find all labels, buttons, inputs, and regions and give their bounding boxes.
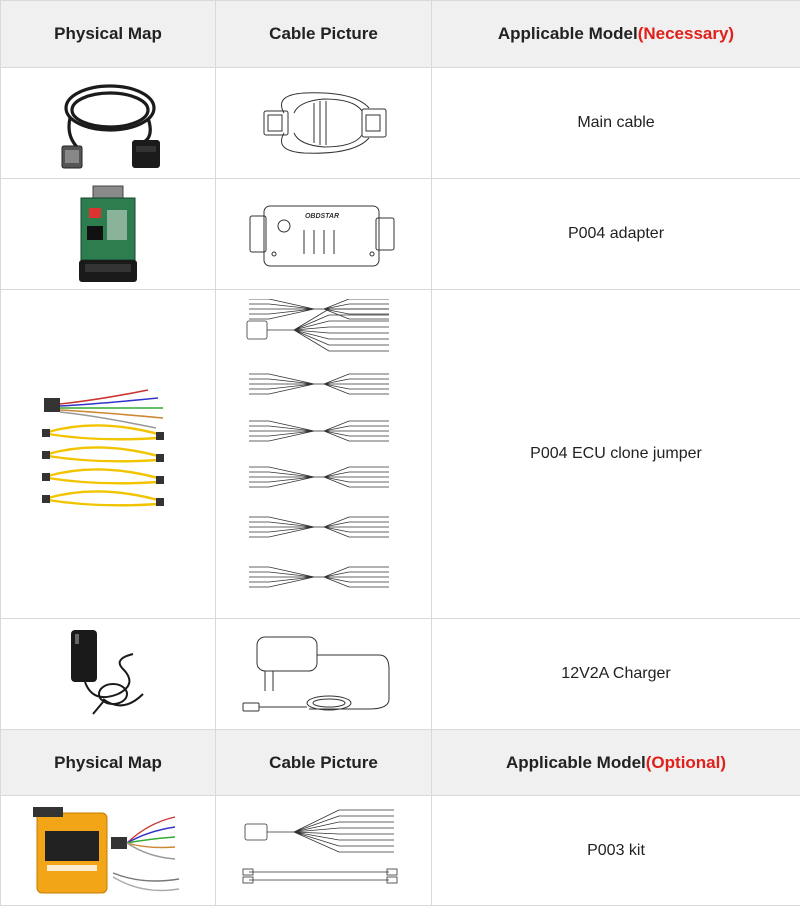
- header-physical-map-optional: Physical Map: [0, 729, 216, 796]
- model-ecu-clone-jumper: P004 ECU clone jumper: [431, 289, 800, 619]
- table-header-row: Physical Map Cable Picture Applicable Mo…: [0, 0, 800, 68]
- necessary-tag: (Necessary): [637, 24, 735, 43]
- table-header-row: Physical Map Cable Picture Applicable Mo…: [0, 729, 800, 796]
- header-cable-picture-optional: Cable Picture: [215, 729, 432, 796]
- table-row: Main cable: [0, 67, 800, 179]
- optional-tag: (Optional): [645, 752, 727, 772]
- physical-main-cable-cell: [0, 67, 216, 179]
- p003-kit-drawing: [242, 809, 397, 883]
- jumper-drawing: [246, 299, 389, 588]
- cable-jumper-cell: [215, 289, 432, 619]
- physical-jumper-cell: [0, 289, 216, 619]
- charger-drawing: [242, 636, 389, 712]
- physical-p003-cell: [0, 795, 216, 906]
- main-cable-drawing: [263, 92, 386, 154]
- adapter-brand-label: OBDSTAR: [304, 213, 338, 220]
- table-row: P003 kit: [0, 795, 800, 906]
- model-main-cable: Main cable: [431, 67, 800, 179]
- jumper-photo: [42, 389, 164, 507]
- cable-p003-cell: [215, 795, 432, 906]
- table-row: 12V2A Charger: [0, 618, 800, 730]
- adapter-photo: [79, 185, 137, 282]
- p003-kit-photo: [33, 807, 180, 894]
- cable-adapter-cell: OBDSTAR: [215, 178, 432, 290]
- header-physical-map: Physical Map: [0, 0, 216, 68]
- cable-charger-cell: [215, 618, 432, 730]
- main-cable-photo: [61, 83, 160, 168]
- cable-main-cable-cell: [215, 67, 432, 179]
- header-applicable-model: Applicable Model(Necessary): [431, 0, 800, 68]
- table-row: P004 ECU clone jumper: [0, 289, 800, 619]
- model-p003-kit: P003 kit: [431, 795, 800, 906]
- physical-charger-cell: [0, 618, 216, 730]
- physical-adapter-cell: [0, 178, 216, 290]
- header-model-label: Applicable Model: [497, 24, 638, 43]
- table-row: OBDSTAR P004 adapter: [0, 178, 800, 290]
- header-model-label-optional: Applicable Model: [505, 752, 646, 772]
- model-charger: 12V2A Charger: [431, 618, 800, 730]
- charger-photo: [71, 630, 144, 715]
- adapter-drawing: OBDSTAR: [249, 205, 394, 267]
- header-applicable-model-optional: Applicable Model(Optional): [431, 729, 800, 796]
- header-cable-picture: Cable Picture: [215, 0, 432, 68]
- model-p004-adapter: P004 adapter: [431, 178, 800, 290]
